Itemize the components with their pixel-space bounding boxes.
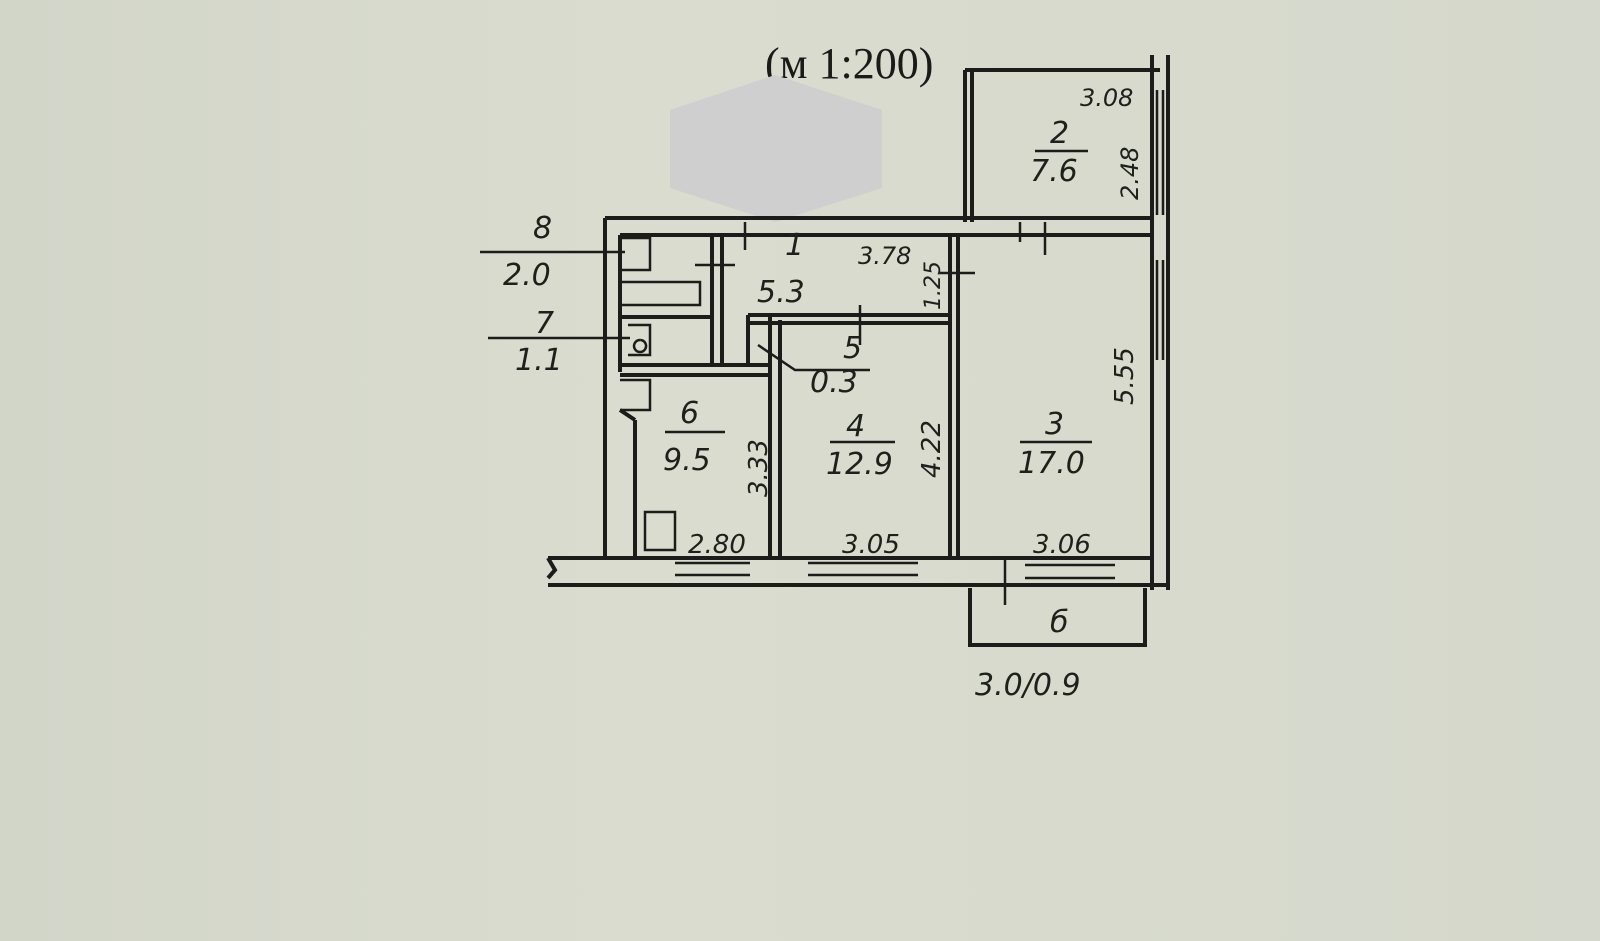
- scale-label: (м 1:200): [765, 39, 933, 88]
- room-6-length: 3.33: [744, 439, 774, 497]
- dimension-labels: 3.08 2.48 3.78 1.25 5.55 4.22 3.33 2.80 …: [688, 84, 1144, 560]
- room-1-number: 1: [785, 228, 804, 263]
- room-1-length: 3.78: [858, 242, 911, 270]
- room-1-area: 5.3: [757, 275, 805, 310]
- room-3-number: 3: [1045, 407, 1064, 442]
- room-3-area: 17.0: [1018, 446, 1085, 481]
- room-2-width: 2.48: [1116, 147, 1144, 200]
- room-2-length: 3.08: [1080, 84, 1133, 112]
- balcony-dimensions: 3.0/0.9: [975, 668, 1081, 703]
- room-4-length: 4.22: [917, 420, 947, 478]
- room-6-area: 9.5: [663, 443, 711, 478]
- room-1-width: 1.25: [921, 261, 946, 310]
- room-3-length: 5.55: [1110, 347, 1140, 405]
- room-7-number: 7: [535, 306, 554, 341]
- room-8-number: 8: [533, 211, 552, 246]
- walls: [546, 55, 1170, 647]
- room-2-area: 7.6: [1030, 154, 1078, 189]
- balcony-label: б: [1050, 605, 1069, 640]
- room-5-number: 5: [843, 331, 862, 366]
- room-3-width: 3.06: [1033, 530, 1091, 560]
- room-4-width: 3.05: [842, 530, 900, 560]
- room-7-area: 1.1: [515, 343, 563, 378]
- leader-lines: [480, 250, 870, 372]
- room-5-area: 0.3: [810, 365, 858, 400]
- redaction-mark: [670, 75, 882, 222]
- room-6-width: 2.80: [688, 530, 746, 560]
- room-labels: 8 2.0 7 1.1 1 5.3 5 0.3 6 9.5 4 12.9 3 1…: [503, 116, 1092, 703]
- room-2-number: 2: [1050, 116, 1069, 151]
- room-8-area: 2.0: [503, 258, 551, 293]
- room-4-area: 12.9: [826, 447, 893, 482]
- room-4-number: 4: [846, 409, 865, 444]
- room-6-number: 6: [680, 396, 699, 431]
